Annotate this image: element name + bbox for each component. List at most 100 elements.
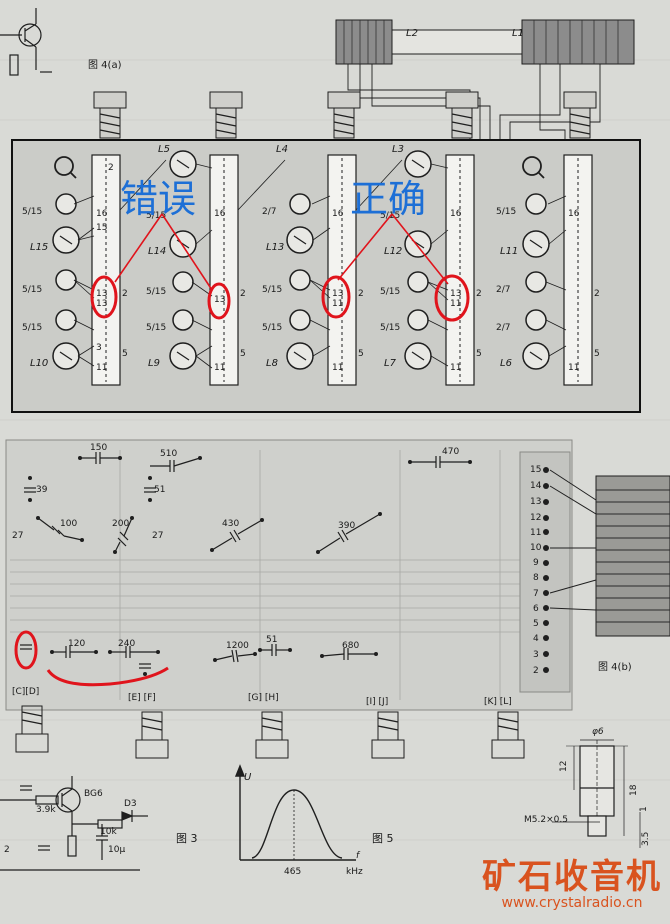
transistor-label: BG6 <box>84 789 103 799</box>
tag-ij: [I] [J] <box>366 697 388 707</box>
bottom-connector-tags: [C][D] [E] [F] [G] [H] [I] [J] [K] [L] <box>12 687 512 707</box>
watermark: 矿石收音机 www.crystalradio.cn <box>482 860 662 910</box>
strip-pin-labels: 2 16 15 2 3 5 16 2 5 16 2 5 16 2 5 16 2 … <box>96 163 600 373</box>
connector-number: 6 <box>533 604 539 614</box>
cap-value: 680 <box>342 641 359 651</box>
connector-number: 15 <box>530 465 541 475</box>
cap-value: 27 <box>12 531 23 541</box>
connector-number: 14 <box>530 481 542 491</box>
ratio-label: 2/7 <box>496 285 510 295</box>
slug-slots <box>59 159 543 361</box>
connector-number: 2 <box>533 666 539 676</box>
pin-label: 2 <box>358 289 364 299</box>
tag-ef: [E] [F] <box>128 693 156 703</box>
coil-L14-label: L14 <box>148 246 166 257</box>
ratio-label: 5/15 <box>380 287 400 297</box>
cap-value: 200 <box>112 519 129 529</box>
ratio-label: 5/15 <box>262 285 282 295</box>
pin-label: 2 <box>108 163 114 173</box>
height-label: 18 <box>629 784 639 796</box>
ratio-label: 5/15 <box>380 323 400 333</box>
watermark-url: www.crystalradio.cn <box>501 895 643 911</box>
ratio-label: 5/15 <box>146 211 166 221</box>
top-left-transistor <box>0 8 52 76</box>
fig5-label: 图 5 <box>372 832 394 845</box>
plot-center-frequency: 465 <box>284 867 301 877</box>
pin-label: 11 <box>332 363 343 373</box>
dimension-labels: φ6 12 18 3.5 1 M5.2×0.5 <box>524 727 651 846</box>
cap-value: 430 <box>222 519 239 529</box>
red-marks <box>90 213 470 322</box>
tag-gh: [G] [H] <box>248 693 279 703</box>
ratio-label: 5/15 <box>22 285 42 295</box>
connector-number: 4 <box>533 634 539 644</box>
connector-number: 13 <box>530 497 541 507</box>
pin-label: 16 <box>450 209 462 219</box>
pin-label: 5 <box>122 349 128 359</box>
diode-label: D3 <box>124 799 137 809</box>
connector-number: 3 <box>533 650 539 660</box>
cap-value: 51 <box>266 635 277 645</box>
cap-value: 470 <box>442 447 459 457</box>
tag-kl: [K] [L] <box>484 697 512 707</box>
diameter-label: φ6 <box>592 727 604 737</box>
connector-number: 10 <box>530 543 542 553</box>
pin-label: 2 <box>476 289 482 299</box>
coil-slugs <box>52 150 550 370</box>
magnifier-icon <box>54 156 77 179</box>
magnifier-icon <box>522 156 545 179</box>
coil-L6-label: L6 <box>500 358 512 369</box>
coil-L13-label: L13 <box>266 242 284 253</box>
correct-annotation: 正确 <box>350 177 426 221</box>
pcb-traces <box>10 450 520 700</box>
coil-L1-label: L1 <box>512 28 524 39</box>
cap-value: 510 <box>160 449 177 459</box>
top-threaded-studs <box>93 91 597 139</box>
board-capacitors <box>20 452 470 669</box>
fig3-label: 图 3 <box>176 832 198 845</box>
cap-value: 150 <box>90 443 107 453</box>
pin-label: 5 <box>240 349 246 359</box>
pcb-board <box>5 439 573 711</box>
thread-label: M5.2×0.5 <box>524 815 568 825</box>
pin-label: 11 <box>450 363 461 373</box>
height-label: 3.5 <box>641 832 651 846</box>
pin-label: 13 <box>214 295 225 305</box>
pin-label: 5 <box>594 349 600 359</box>
cap-value: 39 <box>36 485 48 495</box>
circuit-labels: 3.9k BG6 D3 10k 10μ 2 <box>4 789 137 855</box>
pin-label: 5 <box>476 349 482 359</box>
coil-L15-label: L15 <box>30 242 48 253</box>
terminal-strips <box>91 154 593 386</box>
coil-L10-label: L10 <box>30 358 48 369</box>
cap-value: 120 <box>68 639 85 649</box>
node-label: 2 <box>4 845 10 855</box>
coil-L9-label: L9 <box>148 358 160 369</box>
height-label: 12 <box>559 761 569 772</box>
coil-L8-label: L8 <box>266 358 278 369</box>
wrong-annotation: 错误 <box>120 177 196 221</box>
pin-label: 11 <box>332 299 343 309</box>
coil-L11-label: L11 <box>500 246 518 257</box>
pin-label: 2 <box>122 289 128 299</box>
coil-L4-label: L4 <box>276 144 288 155</box>
resistor-label: 10k <box>100 827 117 837</box>
plot-x-unit: kHz <box>346 867 363 877</box>
bottom-threaded-studs <box>15 705 525 759</box>
connector-number: 11 <box>530 528 541 538</box>
cap-value: 100 <box>60 519 77 529</box>
connector-number: 9 <box>533 558 539 568</box>
cap-value: 390 <box>338 521 355 531</box>
side-ferrite-coil <box>549 469 670 637</box>
coil-L5-label: L5 <box>158 144 170 155</box>
connector-number: 7 <box>533 589 539 599</box>
pin-label: 11 <box>450 299 461 309</box>
plot-f-symbol: f <box>356 851 361 861</box>
coil-L7-label: L7 <box>384 358 397 369</box>
ratio-label: 5/15 <box>146 323 166 333</box>
tag-cd: [C][D] <box>12 687 39 697</box>
pin-label: 13 <box>96 289 107 299</box>
connector-number: 12 <box>530 513 541 523</box>
